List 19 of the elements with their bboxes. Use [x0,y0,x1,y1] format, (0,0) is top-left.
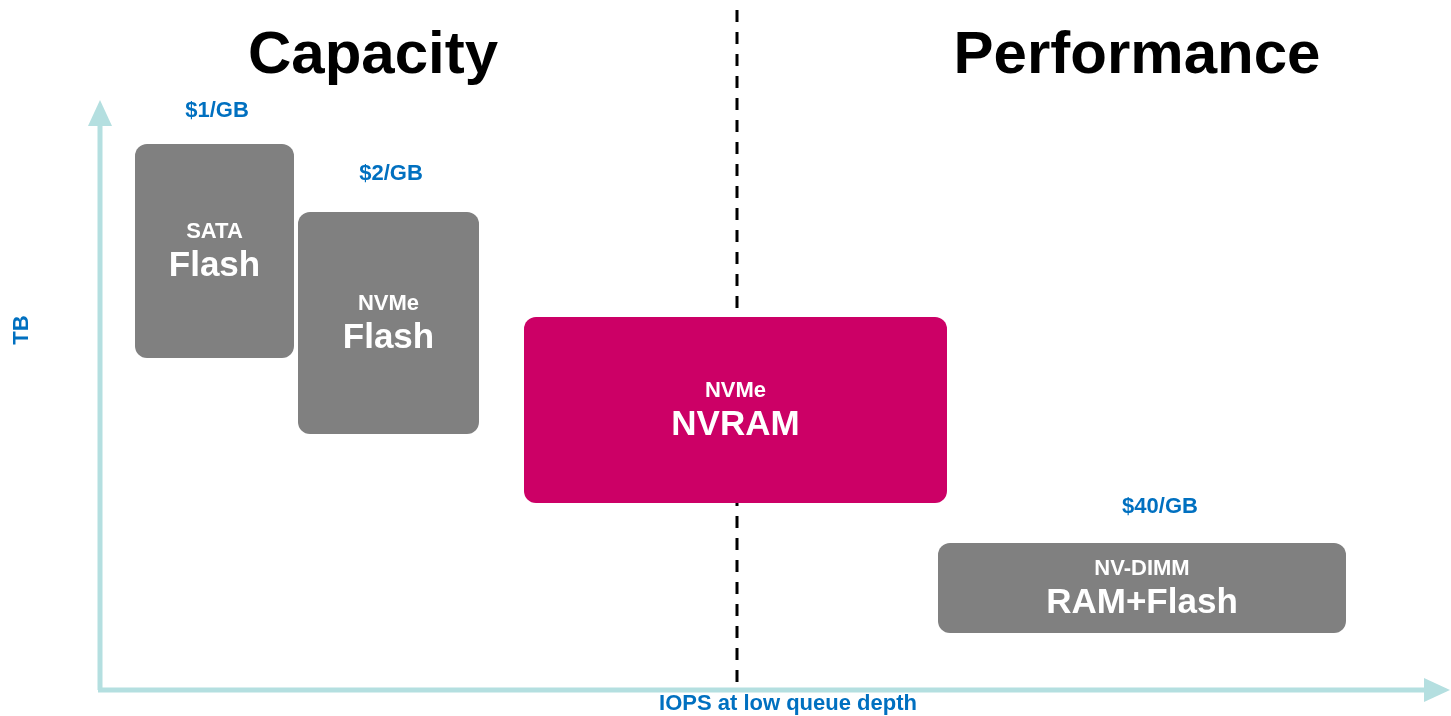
section-heading: Performance [953,18,1321,87]
box-title: Flash [168,244,261,285]
box-title: NVRAM [671,403,800,444]
storage-box [298,212,479,434]
box-subtitle: NVMe [704,376,767,404]
box-subtitle: SATA [186,217,243,245]
storage-box [524,317,947,503]
price-label: $2/GB [359,160,423,186]
box-subtitle: NVMe [357,289,420,317]
section-heading: Capacity [247,18,499,87]
price-label: $40/GB [1122,493,1198,519]
storage-box [938,543,1346,633]
price-label: $1/GB [185,97,249,123]
box-subtitle: NV-DIMM [1094,554,1190,582]
box-title: Flash [342,316,435,357]
storage-box [135,144,294,358]
axis-label: IOPS at low queue depth [659,690,917,716]
axis-label: TB [8,315,34,345]
box-title: RAM+Flash [1046,581,1238,622]
